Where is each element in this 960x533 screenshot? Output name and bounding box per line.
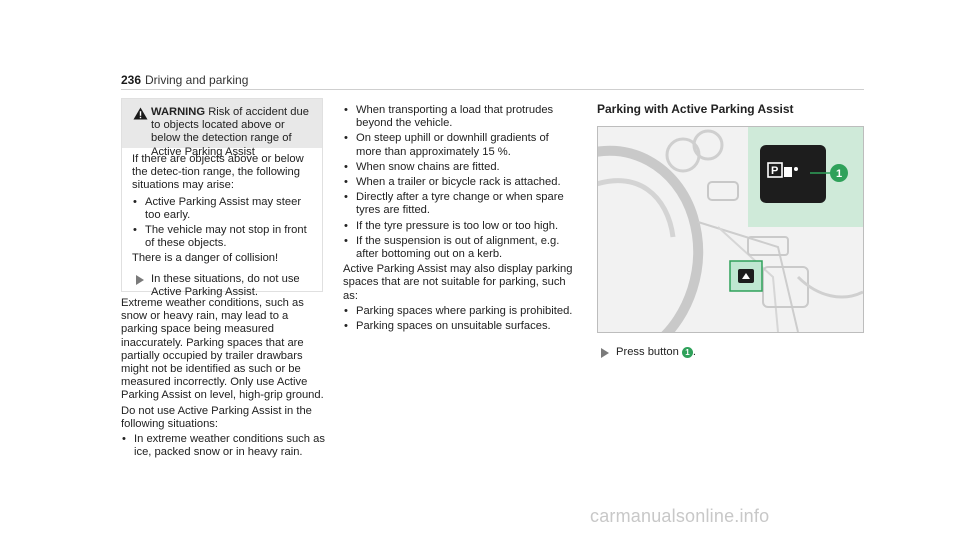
warning-box: WARNING Risk of accident due to objects … xyxy=(121,98,323,298)
list-item: If the tyre pressure is too low or too h… xyxy=(343,220,575,233)
list-item: Directly after a tyre change or when spa… xyxy=(343,191,575,217)
list-item: Parking spaces where parking is prohibit… xyxy=(343,305,575,318)
header-divider xyxy=(121,89,864,90)
situations-list: In extreme weather conditions such as ic… xyxy=(121,433,325,459)
press-button-step: Press button 1. xyxy=(597,346,696,359)
watermark: carmanualsonline.info xyxy=(590,506,770,526)
action-arrow-icon xyxy=(136,274,144,285)
svg-text:P: P xyxy=(771,165,778,177)
list-item: When transporting a load that protrudes … xyxy=(343,104,575,130)
list-item: In extreme weather conditions such as ic… xyxy=(121,433,325,459)
section-heading: Parking with Active Parking Assist xyxy=(597,102,794,116)
section-title: Driving and parking xyxy=(145,73,249,87)
warning-title: Risk of accident due to objects located … xyxy=(151,106,309,158)
paragraph: Extreme weather conditions, such as snow… xyxy=(121,297,324,402)
console-drawing: P 1 xyxy=(598,127,863,332)
column-1-text: Extreme weather conditions, such as snow… xyxy=(121,297,325,461)
list-item: On steep uphill or downhill gradients of… xyxy=(343,132,575,158)
unsuitable-spaces-list: Parking spaces where parking is prohibit… xyxy=(343,305,575,334)
warning-label: WARNING xyxy=(151,106,206,118)
column-2-text: When transporting a load that protrudes … xyxy=(343,104,575,335)
paragraph: Do not use Active Parking Assist in the … xyxy=(121,404,312,430)
paragraph: Active Parking Assist may also display p… xyxy=(343,263,573,302)
action-arrow-icon xyxy=(601,348,609,358)
center-console-illustration: P 1 xyxy=(597,126,864,333)
list-item: When snow chains are fitted. xyxy=(343,161,575,174)
list-item: When a trailer or bicycle rack is attach… xyxy=(343,176,575,189)
warning-action: In these situations, do not use Active P… xyxy=(132,273,314,299)
press-button-text: Press button xyxy=(616,346,679,358)
list-item: Parking spaces on unsuitable surfaces. xyxy=(343,320,575,333)
warning-list: Active Parking Assist may steer too earl… xyxy=(132,196,314,251)
page-number: 236 xyxy=(121,73,142,87)
list-item: If the suspension is out of alignment, e… xyxy=(343,235,575,261)
press-button-end: . xyxy=(692,346,697,358)
callout-badge: 1 xyxy=(681,347,693,358)
warning-action-text: In these situations, do not use Active P… xyxy=(151,272,300,298)
situations-list-continued: When transporting a load that protrudes … xyxy=(343,104,575,261)
list-item: Active Parking Assist may steer too earl… xyxy=(132,196,314,222)
list-item: The vehicle may not stop in front of the… xyxy=(132,224,314,250)
figure-callout-number: 1 xyxy=(836,168,842,180)
warning-triangle-icon xyxy=(133,107,148,120)
warning-intro: If there are objects above or below the … xyxy=(132,153,304,192)
figure-callout-marker xyxy=(830,164,848,182)
warning-danger: There is a danger of collision! xyxy=(132,252,279,265)
warning-header: WARNING Risk of accident due to objects … xyxy=(122,99,322,158)
warning-body: If there are objects above or below the … xyxy=(122,148,322,299)
